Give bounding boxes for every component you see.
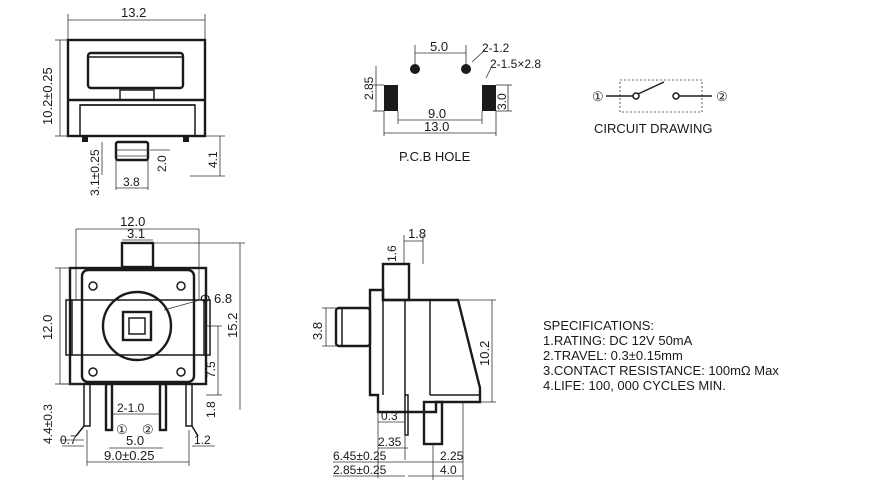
- pcb-outer-label: 13.0: [424, 119, 449, 134]
- pcb-hole-dia-label: 2-1.2: [482, 41, 510, 55]
- side-top-label: 1.8: [408, 226, 426, 241]
- top-stem-width-label: 3.8: [123, 175, 140, 189]
- circuit-pin2: ②: [716, 89, 728, 104]
- specifications: SPECIFICATIONS: 1.RATING: DC 12V 50mA 2.…: [543, 318, 779, 393]
- side-d40-label: 4.0: [440, 463, 457, 477]
- front-lead-span-label: 9.0±0.25: [104, 448, 155, 463]
- front-height2-label: 15.2: [225, 313, 240, 338]
- pcb-title: P.C.B HOLE: [399, 149, 471, 164]
- pcb-hole-right: [461, 64, 471, 74]
- pcb-hole-view: 5.0 2-1.2 2-1.5×2.8 2.85 3.0 9.0 13.0 P.…: [362, 39, 541, 164]
- front-right-lead-label: 1.2: [194, 433, 211, 447]
- side-height-label: 10.2: [477, 341, 492, 366]
- pcb-slot-h-label: 2.85: [362, 76, 376, 100]
- front-cap-center: [121, 310, 153, 342]
- front-body: [80, 268, 196, 384]
- side-body: [368, 288, 482, 414]
- pcb-slot-len-label: 3.0: [495, 93, 509, 110]
- front-dim75-label: 7.5: [204, 361, 218, 378]
- top-width-label: 13.2: [121, 5, 146, 20]
- top-height-label: 10.2±0.25: [40, 67, 55, 125]
- pcb-slot-label: 2-1.5×2.8: [490, 57, 541, 71]
- front-side-pin-label: 4.4±0.3: [41, 404, 55, 444]
- top-stem: [114, 140, 150, 162]
- circuit-pin1: ①: [592, 89, 604, 104]
- side-cap: [334, 306, 372, 348]
- pcb-pitch-label: 5.0: [430, 39, 448, 54]
- front-cap-dia-label: Φ 6.8: [200, 291, 232, 306]
- top-stem-height-label: 3.1±0.25: [88, 149, 102, 196]
- spec-title: SPECIFICATIONS:: [543, 318, 654, 333]
- circuit-drawing: ① ② CIRCUIT DRAWING: [592, 79, 728, 136]
- side-pin-w-label: 0.3: [381, 409, 398, 423]
- spec-line-4: 4.LIFE: 100, 000 CYCLES MIN.: [543, 378, 726, 393]
- front-stem: [120, 241, 155, 269]
- top-view: 13.2 10.2±0.25 3.1±0.25 3.8 2.0: [40, 5, 225, 196]
- front-pin2: ②: [142, 422, 154, 437]
- side-top2-label: 1.6: [385, 245, 399, 262]
- front-width-label: 12.0: [120, 214, 145, 229]
- front-cap: [101, 290, 173, 362]
- spec-line-1: 1.RATING: DC 12V 50mA: [543, 333, 693, 348]
- front-dim18-label: 1.8: [204, 401, 218, 418]
- pcb-hole-left: [410, 64, 420, 74]
- front-pitch-label: 5.0: [126, 433, 144, 448]
- top-depth-label: 4.1: [206, 151, 220, 168]
- side-stem: [381, 262, 411, 302]
- front-lead-pitch-label: 2-1.0: [117, 401, 145, 415]
- front-left-lead-label: 0.7: [60, 433, 77, 447]
- side-d285-label: 2.85±0.25: [333, 463, 387, 477]
- pcb-inner-label: 9.0: [428, 106, 446, 121]
- front-stem-width-label: 3.1: [127, 226, 145, 241]
- pcb-slot-right: [482, 85, 496, 111]
- side-cap-label: 3.8: [310, 322, 325, 340]
- top-cap: [86, 51, 185, 90]
- side-view: 1.8 1.6 3.8 10.2 0.3 2.35 6.45±0.25: [310, 226, 496, 480]
- top-stem-sub-label: 2.0: [155, 155, 169, 172]
- spec-line-2: 2.TRAVEL: 0.3±0.15mm: [543, 348, 683, 363]
- side-d225-label: 2.25: [440, 449, 464, 463]
- front-height-label: 12.0: [40, 315, 55, 340]
- circuit-title: CIRCUIT DRAWING: [594, 121, 712, 136]
- spec-line-3: 3.CONTACT RESISTANCE: 100mΩ Max: [543, 363, 779, 378]
- pcb-slot-left: [384, 85, 398, 111]
- front-view: 12.0 3.1 Φ 6.8 12.0 15.2: [40, 214, 245, 466]
- front-pin1: ①: [116, 422, 128, 437]
- side-d645-label: 6.45±0.25: [333, 449, 387, 463]
- side-d235-label: 2.35: [378, 435, 402, 449]
